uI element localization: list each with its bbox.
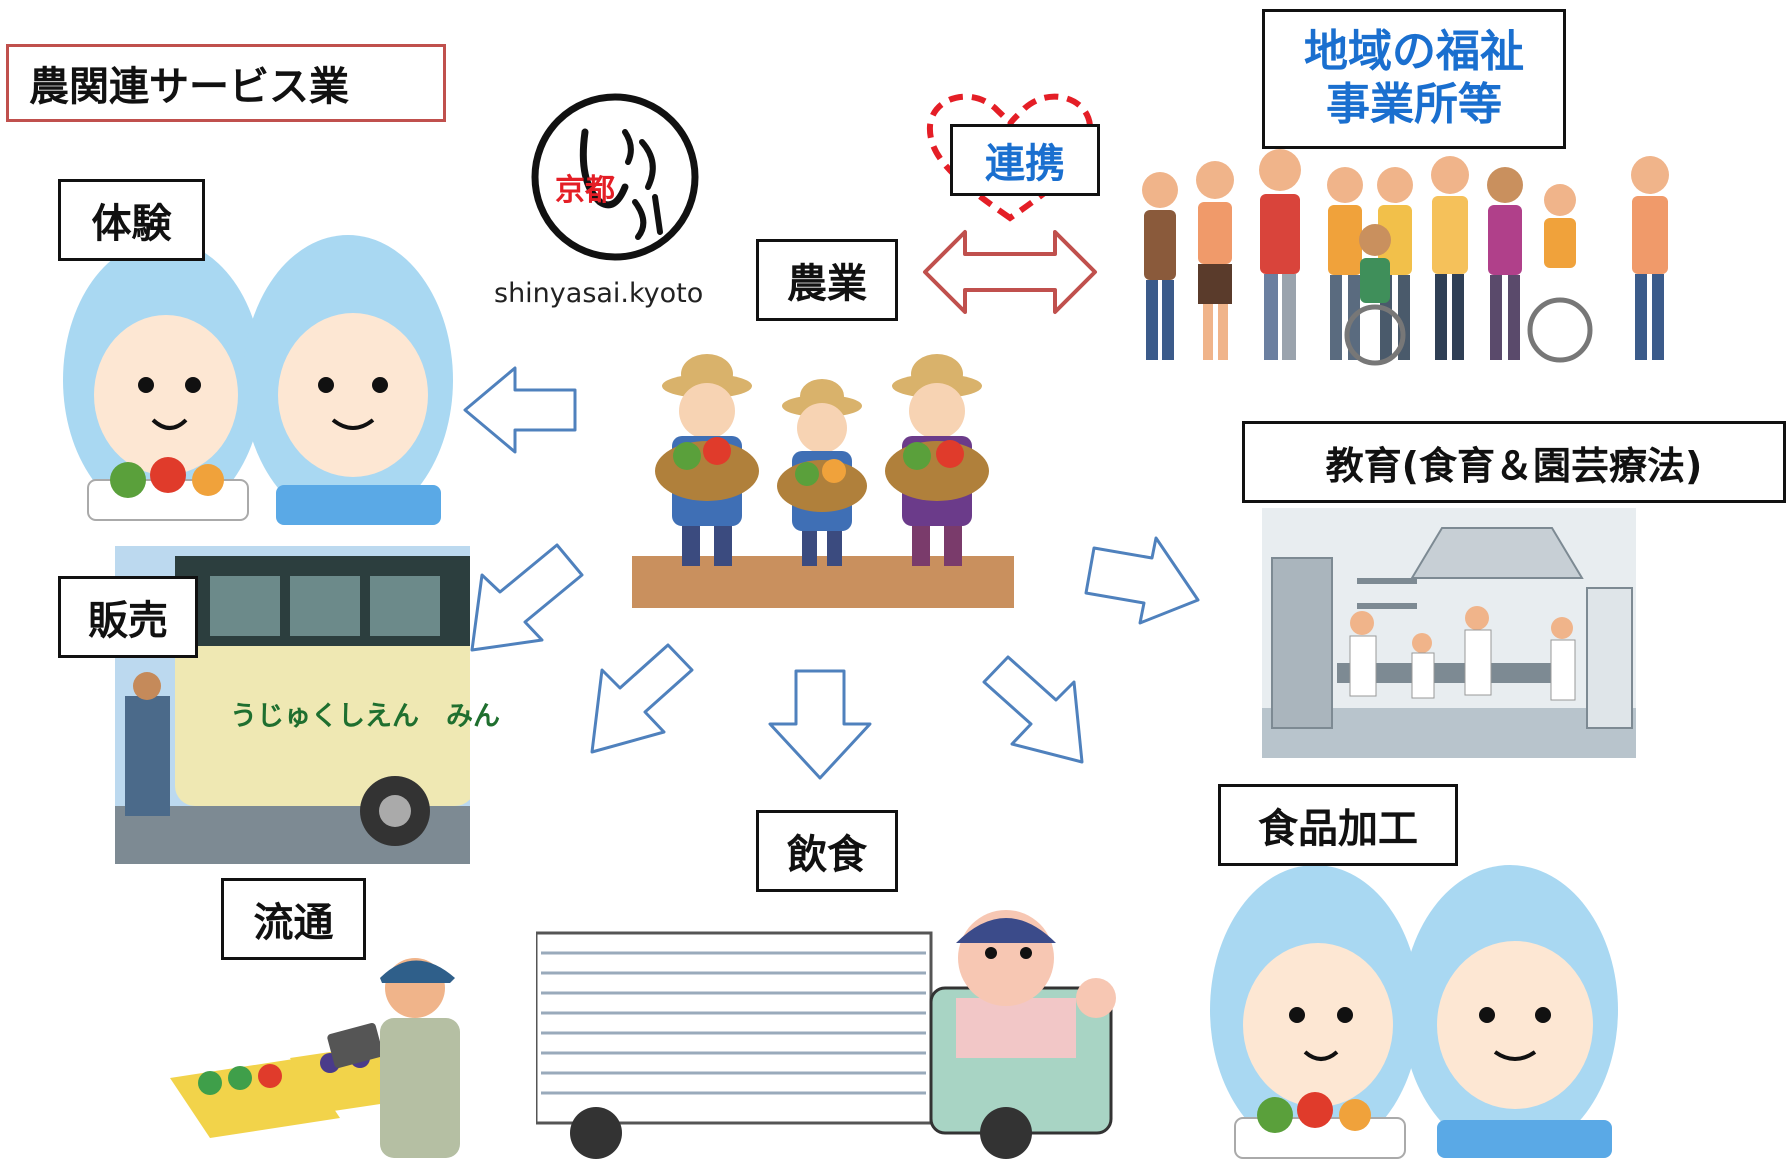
arrow-to-education bbox=[1080, 528, 1206, 628]
logo-city-text: 京都 bbox=[555, 173, 615, 208]
arrow-to-food-processing bbox=[976, 652, 1094, 770]
farmers-illustration bbox=[632, 336, 1014, 608]
arrow-to-dining bbox=[764, 666, 876, 784]
label-experience: 体験 bbox=[58, 179, 205, 261]
welfare-line2: 事業所等 bbox=[1326, 79, 1502, 130]
center-label-agriculture: 農業 bbox=[756, 239, 898, 321]
label-sales: 販売 bbox=[58, 576, 198, 658]
arrow-to-experience bbox=[460, 360, 580, 460]
experience-illustration bbox=[58, 230, 456, 535]
double-arrow-icon bbox=[920, 222, 1100, 322]
welfare-line1: 地域の福祉 bbox=[1304, 26, 1524, 78]
arrow-to-sales bbox=[462, 540, 592, 660]
welfare-people-illustration bbox=[1130, 130, 1740, 370]
food-processing-illustration bbox=[1205, 860, 1625, 1160]
category-title: 農関連サービス業 bbox=[6, 44, 446, 122]
arrow-to-distribution bbox=[580, 640, 700, 760]
logo-url: shinyasai.kyoto bbox=[494, 278, 704, 309]
distribution-illustration bbox=[170, 938, 500, 1160]
welfare-label: 地域の福祉 事業所等 bbox=[1262, 9, 1566, 149]
label-distribution: 流通 bbox=[221, 878, 366, 960]
partnership-label: 連携 bbox=[950, 124, 1100, 196]
shinyasai-logo bbox=[530, 92, 700, 262]
label-food-processing: 食品加工 bbox=[1218, 784, 1458, 866]
label-education: 教育(食育＆園芸療法) bbox=[1242, 421, 1786, 503]
bus-sign-text: うじゅくしえん みん bbox=[230, 701, 500, 732]
dining-truck-illustration bbox=[536, 898, 1130, 1160]
label-dining: 飲食 bbox=[756, 810, 898, 892]
education-kitchen-illustration bbox=[1262, 508, 1636, 758]
